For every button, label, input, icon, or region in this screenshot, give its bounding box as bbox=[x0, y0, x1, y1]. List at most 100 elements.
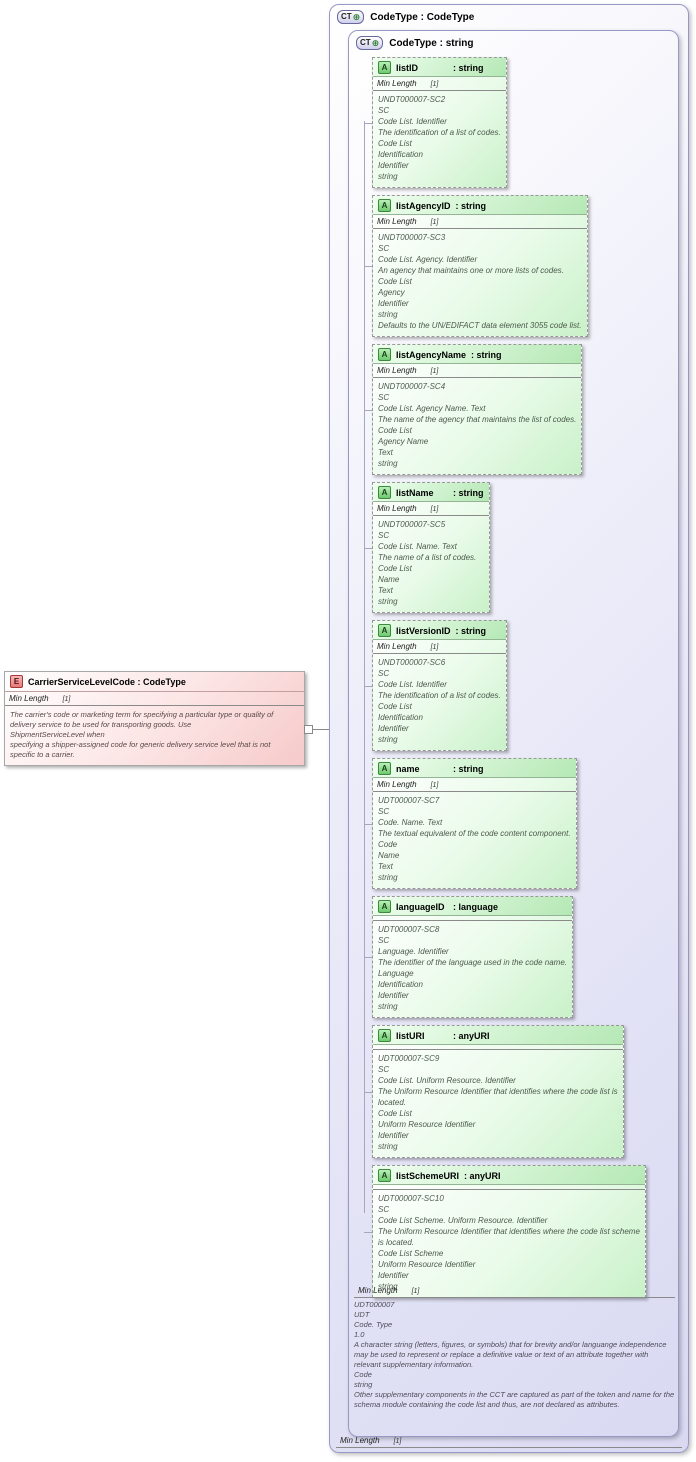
attribute-type: : string bbox=[453, 487, 484, 498]
attribute-header: A listName : string bbox=[373, 483, 489, 502]
doc-line: UDT000007-SC9 bbox=[378, 1054, 440, 1063]
doc-line: The Uniform Resource Identifier that ide… bbox=[378, 1227, 640, 1236]
doc-line: UNDT000007-SC6 bbox=[378, 658, 446, 667]
doc-line: Code List bbox=[378, 702, 412, 711]
inner-type-title: CodeType : string bbox=[389, 37, 474, 49]
attribute-name: listVersionID bbox=[396, 625, 451, 636]
facet-row: Min Length [1] bbox=[373, 778, 576, 792]
attribute-type: : string bbox=[455, 625, 487, 636]
doc-paragraph: 1.0 bbox=[354, 1330, 365, 1339]
facet-value: [1] bbox=[430, 644, 439, 651]
attribute-type: : language bbox=[453, 901, 499, 912]
doc-line: UNDT000007-SC4 bbox=[378, 382, 446, 391]
facet-value: [1] bbox=[430, 219, 439, 226]
facet-label: Min Length bbox=[377, 504, 417, 513]
facet-row: Min Length [1] bbox=[373, 364, 582, 378]
doc-line: UNDT000007-SC5 bbox=[378, 520, 446, 529]
doc-line: string bbox=[378, 597, 398, 606]
facet-label: Min Length bbox=[377, 217, 417, 226]
attribute-header: A languageID : language bbox=[373, 897, 573, 916]
doc-line: Code List. Identifier bbox=[378, 680, 447, 689]
facet-row: Min Length [1] bbox=[373, 502, 489, 516]
facet-row: Min Length [1] bbox=[354, 1284, 675, 1298]
attribute-box: A listAgencyName : string Min Length [1]… bbox=[363, 344, 583, 475]
facet-row: Min Length [1] bbox=[5, 692, 304, 706]
doc-paragraph: A character string (letters, figures, or… bbox=[354, 1340, 667, 1369]
facet-row: Min Length [1] bbox=[373, 77, 506, 91]
facet-label: Min Length bbox=[377, 642, 417, 651]
doc-line: Code List Scheme. Uniform Resource. Iden… bbox=[378, 1216, 548, 1225]
attribute-icon: A bbox=[378, 1169, 391, 1182]
doc-line: The textual equivalent of the code conte… bbox=[378, 829, 571, 838]
doc-line: Agency bbox=[378, 288, 405, 297]
doc-line: Code List Scheme bbox=[378, 1249, 444, 1258]
doc-line: Code bbox=[378, 840, 398, 849]
attribute-header: A listID : string bbox=[373, 58, 506, 77]
doc-line: The identifier of the language used in t… bbox=[378, 958, 568, 967]
attribute-type: : string bbox=[453, 763, 484, 774]
ct-icon-label: CT bbox=[360, 38, 371, 47]
facet-row bbox=[373, 916, 573, 921]
doc-line: SC bbox=[378, 807, 390, 816]
attribute-type: : string bbox=[455, 200, 487, 211]
facet-label: Min Length bbox=[9, 694, 49, 703]
attribute-box: A name : string Min Length [1] UDT000007… bbox=[364, 758, 577, 889]
element-header: E CarrierServiceLevelCode : CodeType bbox=[5, 672, 304, 692]
doc-line: An agency that maintains one or more lis… bbox=[378, 266, 564, 275]
attribute-header: A listVersionID : string bbox=[373, 621, 506, 640]
facet-value: [1] bbox=[430, 81, 439, 88]
doc-line: Identification bbox=[378, 713, 423, 722]
attribute-name: name bbox=[396, 763, 420, 774]
doc-paragraph: string bbox=[354, 1380, 373, 1389]
doc-line: Identifier bbox=[378, 991, 409, 1000]
inner-type-header: CT⊕ CodeType : string bbox=[349, 31, 678, 55]
doc-line: UNDT000007-SC2 bbox=[378, 95, 446, 104]
doc-line: Identification bbox=[378, 150, 423, 159]
doc-paragraph: UDT000007 bbox=[354, 1300, 395, 1309]
ct-icon-label: CT bbox=[341, 12, 352, 21]
attribute-name: listURI bbox=[396, 1030, 425, 1041]
doc-line: UDT000007-SC10 bbox=[378, 1194, 444, 1203]
doc-line: Identifier bbox=[378, 299, 409, 308]
doc-line: Defaults to the UN/EDIFACT data element … bbox=[378, 321, 582, 330]
doc-line: Identifier bbox=[378, 1271, 409, 1280]
doc-line: The Uniform Resource Identifier that ide… bbox=[378, 1087, 618, 1096]
attribute-list: A listID : string Min Length [1] UNDT000… bbox=[363, 57, 646, 1298]
facet-label: Min Length bbox=[377, 79, 417, 88]
attribute-name: listSchemeURI bbox=[396, 1170, 460, 1181]
complex-type-icon: CT⊕ bbox=[337, 10, 365, 24]
doc-line: Name bbox=[378, 575, 400, 584]
doc-line: SC bbox=[378, 1205, 390, 1214]
facet-label: Min Length bbox=[377, 366, 417, 375]
doc-line: Code. Name. Text bbox=[378, 818, 443, 827]
doc-line: UDT000007-SC8 bbox=[378, 925, 440, 934]
facet-value: [1] bbox=[393, 1438, 402, 1445]
facet-row bbox=[373, 1185, 645, 1190]
doc-line: Code List bbox=[378, 564, 412, 573]
doc-line: Identifier bbox=[378, 161, 409, 170]
doc-line: Code List. Agency Name. Text bbox=[378, 404, 486, 413]
attribute-header: A listSchemeURI : anyURI bbox=[373, 1166, 645, 1185]
doc-line: Code List bbox=[378, 426, 412, 435]
attribute-box: A listID : string Min Length [1] UNDT000… bbox=[364, 57, 507, 188]
doc-line: Code List bbox=[378, 1109, 412, 1118]
complex-type-icon: CT⊕ bbox=[356, 36, 384, 50]
doc-line: Code List bbox=[378, 139, 412, 148]
attribute-icon: A bbox=[378, 624, 391, 637]
attribute-name: listName bbox=[396, 487, 434, 498]
doc-line: SC bbox=[378, 669, 390, 678]
doc-line: string bbox=[378, 873, 398, 882]
facet-value: [1] bbox=[430, 368, 439, 375]
doc-line: Identifier bbox=[378, 1131, 409, 1140]
facet-value: [1] bbox=[430, 506, 439, 513]
facet-value: [1] bbox=[430, 782, 439, 789]
doc-line: Text bbox=[378, 862, 393, 871]
outer-type-header: CT⊕ CodeType : CodeType bbox=[330, 5, 688, 29]
doc-line: Code List bbox=[378, 277, 412, 286]
